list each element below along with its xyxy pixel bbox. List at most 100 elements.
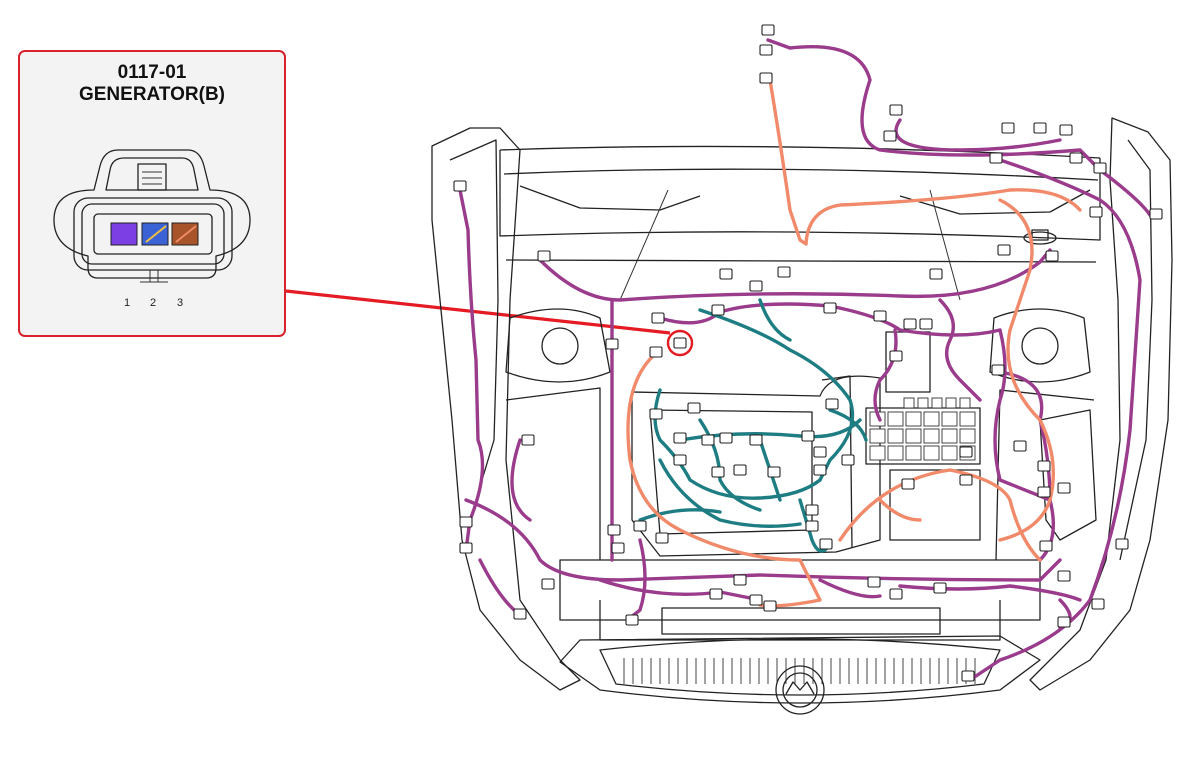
harness-connector[interactable]	[1045, 250, 1059, 262]
wiring-harness	[458, 38, 1152, 682]
harness-connector[interactable]	[701, 434, 715, 446]
harness-connector[interactable]	[649, 408, 663, 420]
harness-connector[interactable]	[709, 588, 723, 600]
pin-1-label: 1	[124, 297, 130, 309]
harness-connector[interactable]	[989, 152, 1003, 164]
harness-connector[interactable]	[801, 430, 815, 442]
harness-connector[interactable]	[1115, 538, 1129, 550]
pin-3-label: 3	[177, 297, 183, 309]
harness-connector[interactable]	[673, 337, 687, 349]
harness-connector[interactable]	[1059, 124, 1073, 136]
harness-wire-aux	[768, 78, 1082, 246]
harness-connector[interactable]	[805, 504, 819, 516]
harness-connector[interactable]	[759, 44, 773, 56]
harness-connector[interactable]	[719, 432, 733, 444]
harness-connector[interactable]	[903, 318, 917, 330]
harness-connector[interactable]	[625, 614, 639, 626]
harness-connector[interactable]	[673, 432, 687, 444]
harness-connector[interactable]	[1057, 616, 1071, 628]
harness-connector[interactable]	[1149, 208, 1163, 220]
harness-connector[interactable]	[1001, 122, 1015, 134]
harness-connector[interactable]	[901, 478, 915, 490]
harness-connector[interactable]	[537, 250, 551, 262]
harness-connector[interactable]	[733, 574, 747, 586]
harness-connector[interactable]	[749, 280, 763, 292]
harness-connector[interactable]	[1039, 540, 1053, 552]
harness-connector[interactable]	[1037, 460, 1051, 472]
pin-2-label: 2	[150, 297, 156, 309]
harness-connector[interactable]	[649, 346, 663, 358]
harness-connector[interactable]	[991, 364, 1005, 376]
harness-connector[interactable]	[919, 318, 933, 330]
harness-connector[interactable]	[1069, 152, 1083, 164]
harness-connector[interactable]	[687, 402, 701, 414]
harness-connector[interactable]	[611, 542, 625, 554]
harness-wire-engine	[698, 308, 855, 482]
harness-connector[interactable]	[1057, 570, 1071, 582]
harness-connector[interactable]	[521, 434, 535, 446]
harness-connector[interactable]	[933, 582, 947, 594]
harness-connector[interactable]	[805, 520, 819, 532]
harness-connector[interactable]	[1057, 482, 1071, 494]
harness-connector[interactable]	[777, 266, 791, 278]
harness-connector[interactable]	[459, 542, 473, 554]
harness-connector[interactable]	[1089, 206, 1103, 218]
harness-wire-main	[458, 188, 485, 552]
harness-connector[interactable]	[997, 244, 1011, 256]
harness-connector[interactable]	[673, 454, 687, 466]
fuse-slot	[923, 411, 940, 427]
harness-connector[interactable]	[889, 588, 903, 600]
harness-connector[interactable]	[733, 464, 747, 476]
harness-connector[interactable]	[607, 524, 621, 536]
pin-1-cell	[110, 222, 138, 246]
harness-wire-aux	[626, 348, 822, 608]
harness-connector[interactable]	[1091, 598, 1105, 610]
harness-connector[interactable]	[711, 466, 725, 478]
harness-connector[interactable]	[759, 72, 773, 84]
connector-face-drawing	[53, 149, 251, 283]
harness-connector[interactable]	[453, 180, 467, 192]
harness-connector[interactable]	[841, 454, 855, 466]
fuse-slot	[923, 428, 940, 444]
fuse-slot	[905, 445, 922, 461]
harness-connector[interactable]	[825, 398, 839, 410]
harness-connector[interactable]	[761, 24, 775, 36]
harness-connector[interactable]	[719, 268, 733, 280]
harness-connector[interactable]	[961, 670, 975, 682]
callout-leader-line	[285, 289, 671, 335]
harness-connector[interactable]	[633, 520, 647, 532]
fuse-slot	[941, 411, 958, 427]
harness-connector[interactable]	[655, 532, 669, 544]
connector-locator-circle[interactable]	[666, 329, 694, 357]
harness-connector[interactable]	[541, 578, 555, 590]
harness-connector[interactable]	[1037, 486, 1051, 498]
harness-connector[interactable]	[959, 446, 973, 458]
harness-connector[interactable]	[813, 446, 827, 458]
harness-connector[interactable]	[819, 538, 833, 550]
harness-wire-main	[1098, 168, 1152, 217]
harness-connector[interactable]	[889, 350, 903, 362]
harness-connector[interactable]	[929, 268, 943, 280]
harness-connector[interactable]	[813, 464, 827, 476]
harness-connector[interactable]	[651, 312, 665, 324]
fuse-slot	[923, 445, 940, 461]
harness-connector[interactable]	[711, 304, 725, 316]
harness-connector[interactable]	[867, 576, 881, 588]
harness-connector[interactable]	[883, 130, 897, 142]
harness-wire-main	[464, 498, 1062, 582]
harness-connector[interactable]	[763, 600, 777, 612]
harness-connector[interactable]	[1013, 440, 1027, 452]
harness-connector[interactable]	[959, 474, 973, 486]
harness-connector[interactable]	[823, 302, 837, 314]
harness-connector[interactable]	[1093, 162, 1107, 174]
harness-connector[interactable]	[1033, 122, 1047, 134]
harness-connector[interactable]	[749, 594, 763, 606]
harness-connector[interactable]	[459, 516, 473, 528]
harness-connector[interactable]	[749, 434, 763, 446]
harness-connector[interactable]	[513, 608, 527, 620]
harness-connector[interactable]	[605, 338, 619, 350]
harness-connector[interactable]	[873, 310, 887, 322]
harness-connector[interactable]	[767, 466, 781, 478]
harness-connector[interactable]	[889, 104, 903, 116]
